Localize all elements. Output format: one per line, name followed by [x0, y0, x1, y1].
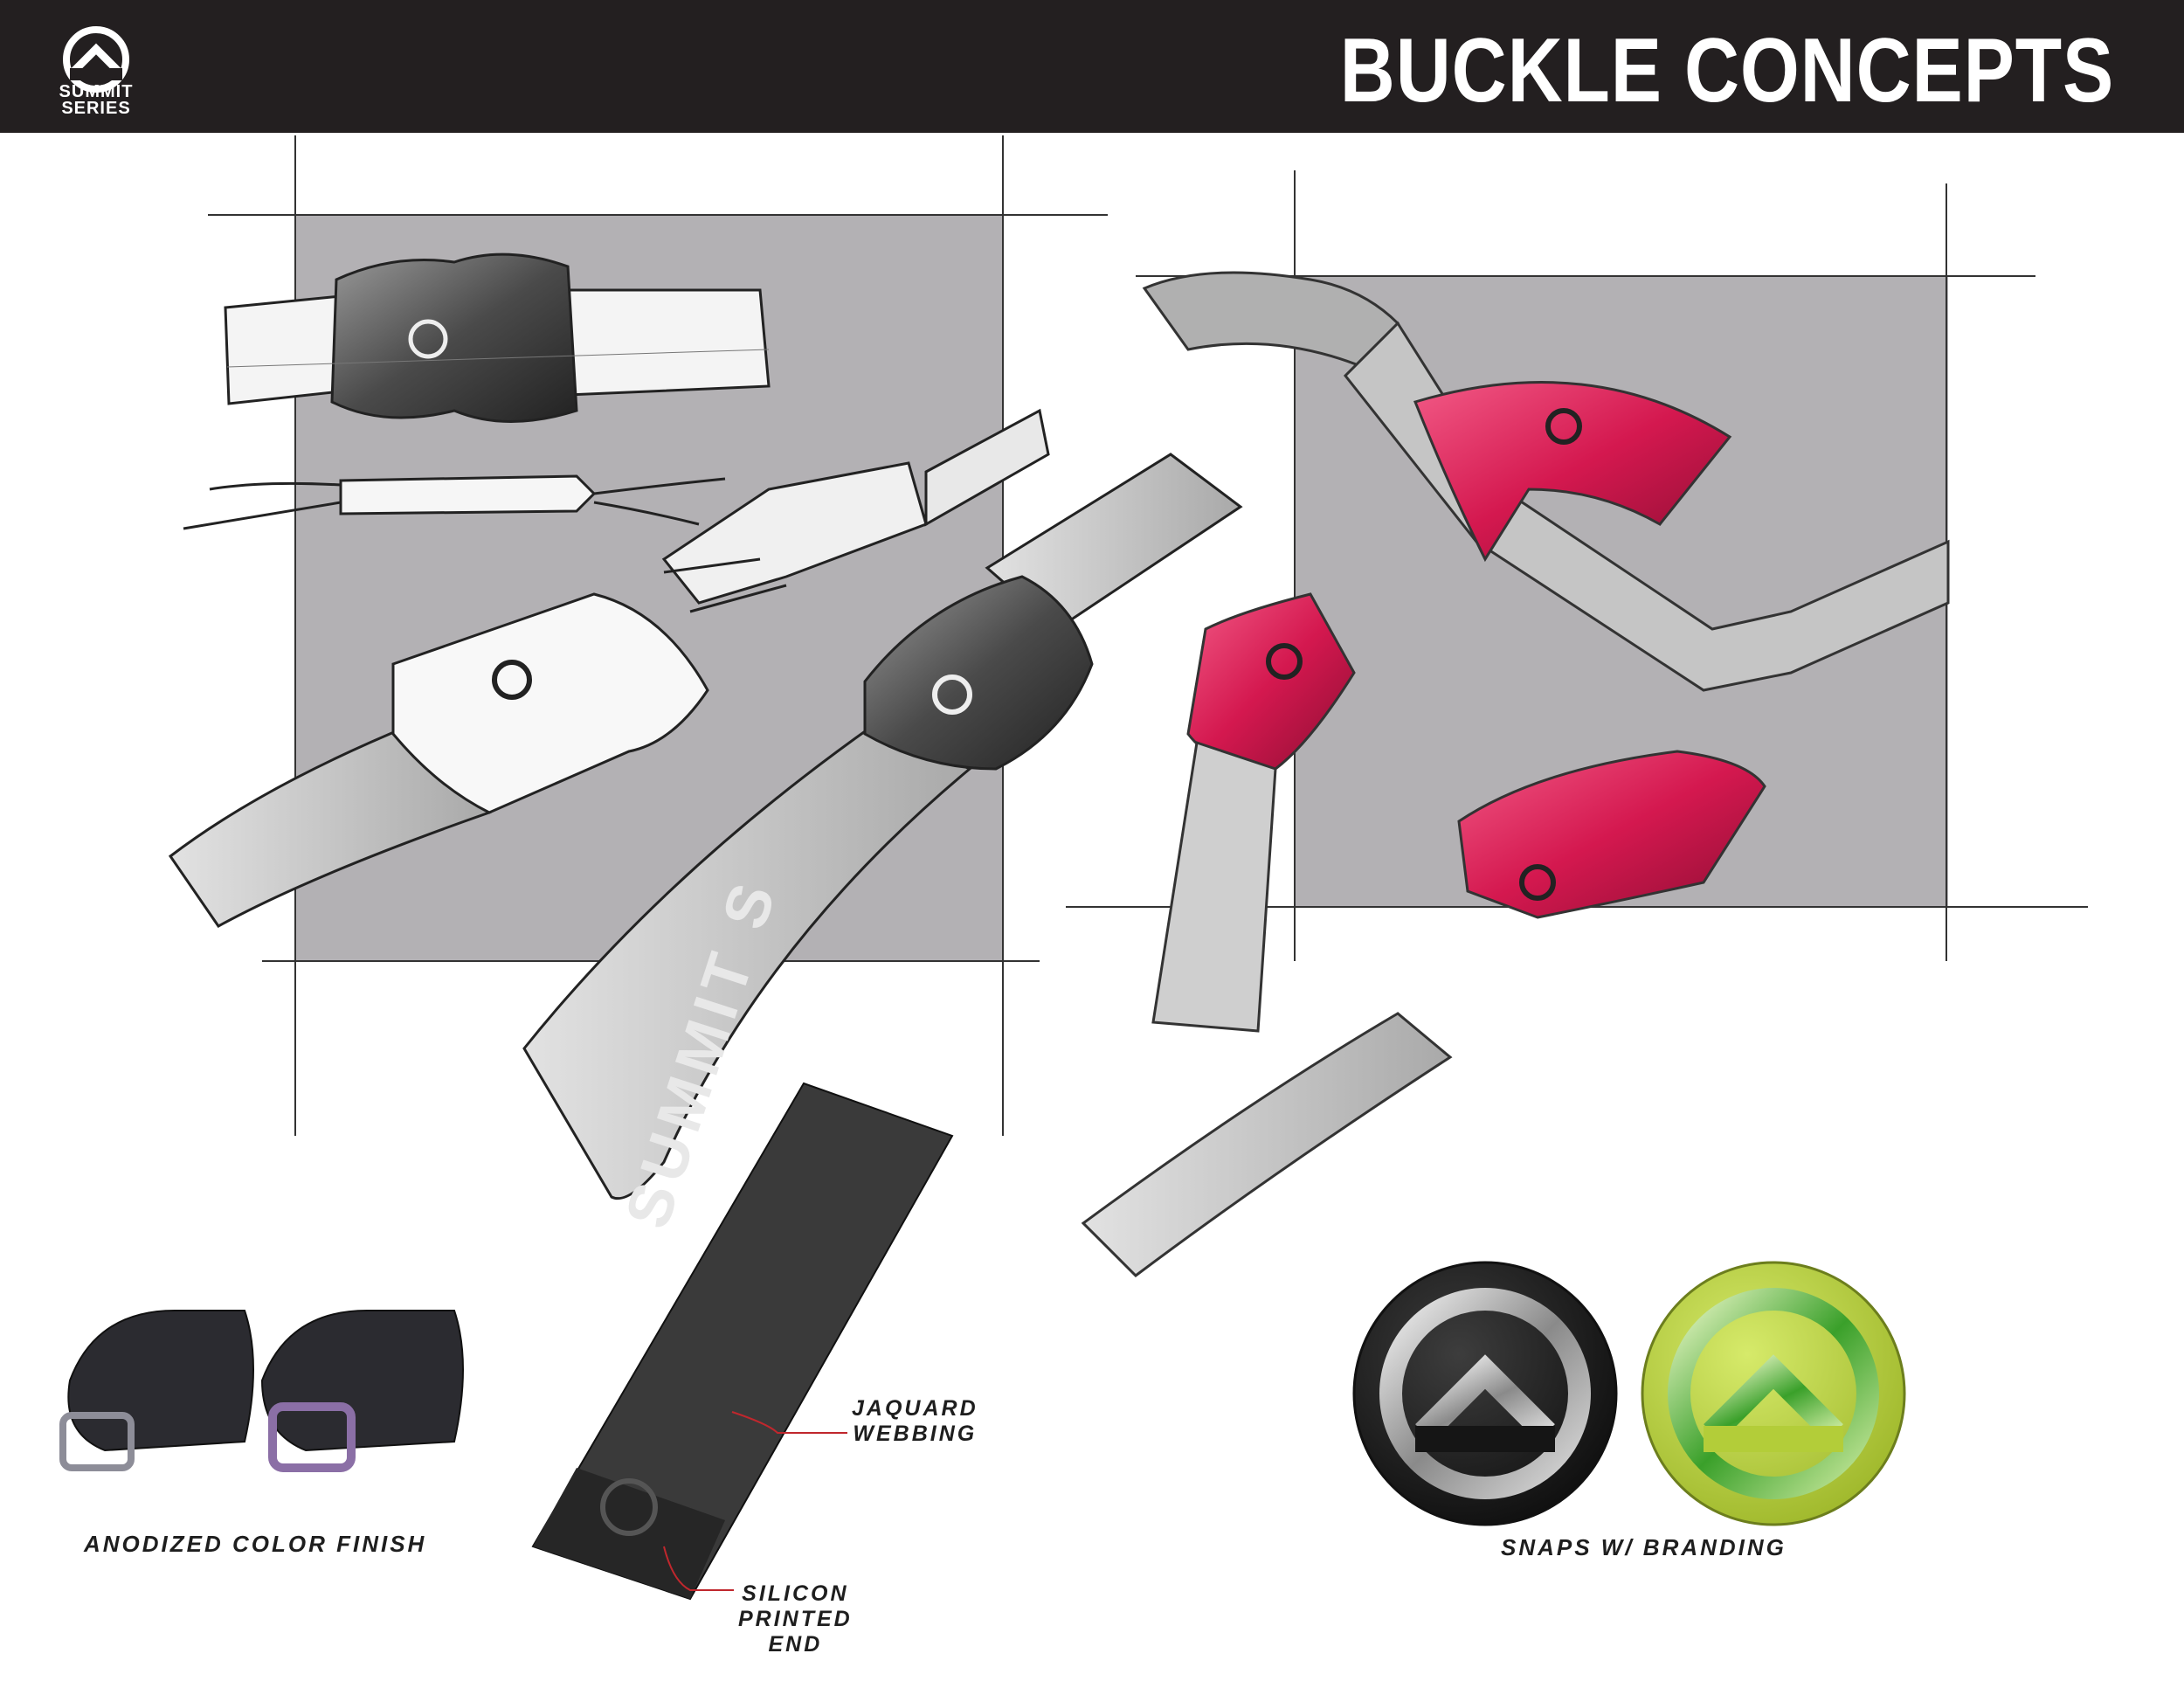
logo-wordmark-line1: SUMMIT: [59, 82, 134, 101]
logo-wordmark-line2: SERIES: [61, 99, 131, 118]
left-buckle-sketch: [168, 592, 709, 928]
anodized-belts-photo: [59, 1310, 464, 1472]
buckle-sketch-illustration: [59, 135, 2088, 1601]
callout-silicon-line3: END: [768, 1632, 823, 1657]
center-buckle-sketch: [522, 453, 1243, 1200]
jaquard-webbing-photo: [531, 1082, 954, 1601]
page-title: BUCKLE CONCEPTS: [1339, 20, 2114, 121]
summit-series-logo-icon: [63, 26, 129, 93]
callout-silicon-line1: SILICON: [742, 1581, 849, 1606]
caption-anodized: ANODIZED COLOR FINISH: [84, 1531, 427, 1557]
callout-jaquard-line2: WEBBING: [853, 1422, 978, 1446]
header-bar: [0, 0, 2184, 133]
top-buckle-sketch: [224, 253, 771, 423]
logo-wordmark: SUMMIT SERIES: [37, 82, 156, 118]
male-buckle-sketch: [661, 408, 1050, 613]
callout-jaquard-line1: JAQUARD: [852, 1396, 978, 1421]
caption-snaps: SNAPS W/ BRANDING: [1501, 1534, 1787, 1560]
magenta-buckle-sketches: [1081, 271, 1950, 1277]
callout-silicon-line2: PRINTED: [738, 1607, 853, 1631]
branded-snaps: [1352, 1261, 1906, 1526]
callout-jaquard: JAQUARD WEBBING: [852, 1396, 978, 1447]
callout-silicon: SILICON PRINTED END: [738, 1581, 853, 1657]
side-profile-sketch: [183, 474, 726, 530]
